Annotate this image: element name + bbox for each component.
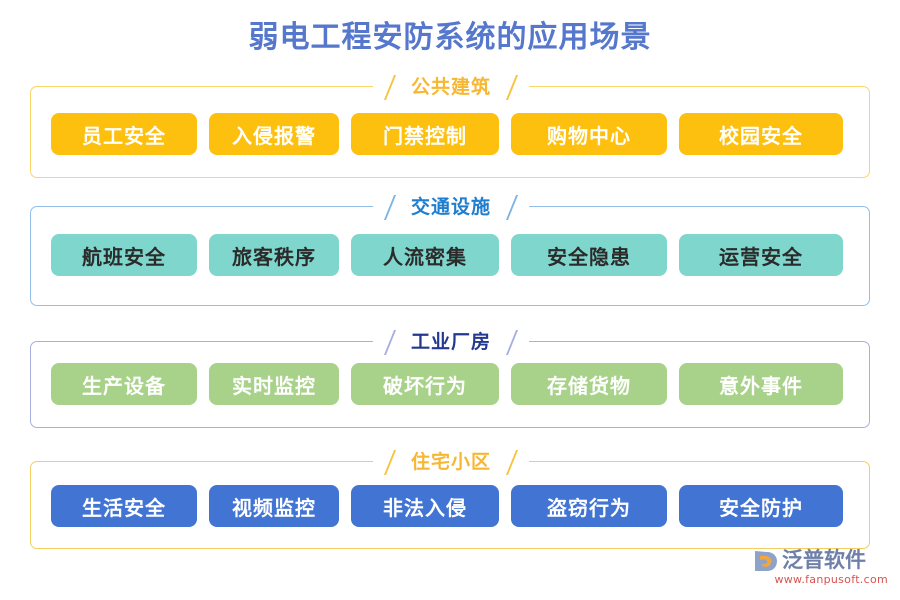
section-header: 工业厂房 [31, 327, 871, 357]
slash-left-icon [383, 74, 397, 100]
page-title: 弱电工程安防系统的应用场景 [248, 20, 652, 55]
chip-item[interactable]: 存储货物 [511, 363, 667, 405]
chip-item[interactable]: 航班安全 [51, 234, 197, 276]
chip-item[interactable]: 非法入侵 [351, 485, 499, 527]
chip-row: 生产设备 实时监控 破坏行为 存储货物 意外事件 [51, 363, 853, 405]
chip-item[interactable]: 安全隐患 [511, 234, 667, 276]
section-header: 住宅小区 [31, 447, 871, 477]
chip-item[interactable]: 盗窃行为 [511, 485, 667, 527]
chip-item[interactable]: 旅客秩序 [209, 234, 339, 276]
swirl-logo-icon [754, 550, 778, 572]
chip-item[interactable]: 购物中心 [511, 113, 667, 155]
slash-left-icon [383, 449, 397, 475]
chip-item[interactable]: 员工安全 [51, 113, 197, 155]
section-header-mask: 公共建筑 [372, 74, 529, 100]
section-title: 住宅小区 [410, 451, 491, 473]
slash-right-icon [505, 194, 519, 220]
slash-right-icon [505, 449, 519, 475]
slash-left-icon [383, 329, 397, 355]
section-residential-areas: 住宅小区 生活安全 视频监控 非法入侵 盗窃行为 安全防护 [30, 449, 870, 549]
brand-name: 泛普软件 [782, 548, 866, 572]
slash-right-icon [505, 74, 519, 100]
chip-item[interactable]: 实时监控 [209, 363, 339, 405]
section-public-buildings: 公共建筑 员工安全 入侵报警 门禁控制 购物中心 校园安全 [30, 74, 870, 178]
chip-row: 航班安全 旅客秩序 人流密集 安全隐患 运营安全 [51, 234, 853, 276]
section-title: 公共建筑 [410, 76, 491, 98]
chip-row: 员工安全 入侵报警 门禁控制 购物中心 校园安全 [51, 113, 853, 155]
slash-right-icon [505, 329, 519, 355]
chip-item[interactable]: 运营安全 [679, 234, 843, 276]
chip-item[interactable]: 破坏行为 [351, 363, 499, 405]
section-header: 交通设施 [31, 192, 871, 222]
section-header: 公共建筑 [31, 72, 871, 102]
chip-item[interactable]: 生产设备 [51, 363, 197, 405]
chip-item[interactable]: 门禁控制 [351, 113, 499, 155]
chip-item[interactable]: 安全防护 [679, 485, 843, 527]
chip-item[interactable]: 人流密集 [351, 234, 499, 276]
section-transport-facilities: 交通设施 航班安全 旅客秩序 人流密集 安全隐患 运营安全 [30, 194, 870, 306]
section-title: 交通设施 [410, 196, 491, 218]
brand-logo[interactable]: 泛普软件 www.fanpusoft.com [754, 549, 888, 589]
section-header-mask: 交通设施 [372, 194, 529, 220]
chip-item[interactable]: 入侵报警 [209, 113, 339, 155]
chip-item[interactable]: 校园安全 [679, 113, 843, 155]
chip-item[interactable]: 意外事件 [679, 363, 843, 405]
chip-item[interactable]: 生活安全 [51, 485, 197, 527]
section-industrial-plants: 工业厂房 生产设备 实时监控 破坏行为 存储货物 意外事件 [30, 329, 870, 428]
section-title: 工业厂房 [410, 331, 491, 353]
brand-url: www.fanpusoft.com [774, 573, 888, 586]
section-header-mask: 住宅小区 [372, 449, 529, 475]
chip-item[interactable]: 视频监控 [209, 485, 339, 527]
brand-logo-row: 泛普软件 [754, 549, 888, 572]
chip-row: 生活安全 视频监控 非法入侵 盗窃行为 安全防护 [51, 485, 853, 527]
slash-left-icon [383, 194, 397, 220]
section-header-mask: 工业厂房 [372, 329, 529, 355]
